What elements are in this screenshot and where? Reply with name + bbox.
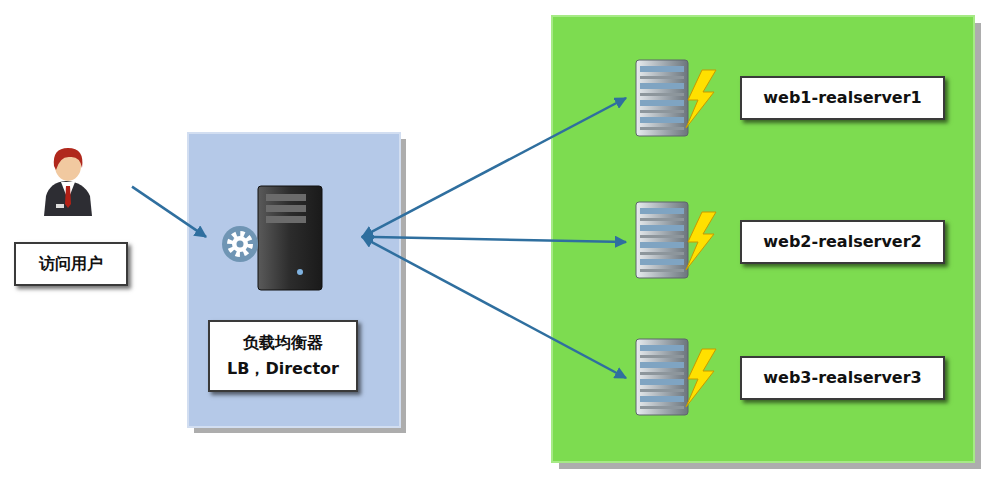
label-box: web2-realserver2 [740, 220, 945, 264]
web-server-icon [636, 60, 716, 136]
realserver-node: web3-realserver3 [626, 330, 948, 426]
label-box: web1-realserver1 [740, 76, 945, 120]
gear-icon [222, 226, 258, 262]
connector-arrow [362, 237, 626, 378]
label-box: 访问用户 [14, 242, 128, 286]
director-server-icon [258, 186, 322, 290]
label-box: 负载均衡器LB，Director [208, 320, 358, 392]
director-node: 负载均衡器LB，Director [206, 178, 362, 396]
node-label: web1-realserver1 [763, 85, 921, 111]
web-server-icon [636, 339, 716, 415]
node-label: 负载均衡器 [243, 330, 323, 356]
label-box: web3-realserver3 [740, 356, 945, 400]
realserver-node: web1-realserver1 [626, 50, 948, 146]
director-region [188, 133, 400, 427]
node-label: 访问用户 [39, 251, 103, 277]
connector-arrow [362, 98, 626, 237]
user-icon [44, 148, 92, 216]
node-label: LB，Director [227, 356, 339, 382]
node-label: web3-realserver3 [763, 365, 921, 391]
web-server-icon [636, 202, 716, 278]
user-node: 访问用户 [14, 148, 132, 286]
connector-arrow [362, 237, 626, 242]
node-label: web2-realserver2 [763, 229, 921, 255]
connector-arrow [132, 187, 206, 237]
realserver-node: web2-realserver2 [626, 194, 948, 290]
server-region [552, 16, 974, 462]
